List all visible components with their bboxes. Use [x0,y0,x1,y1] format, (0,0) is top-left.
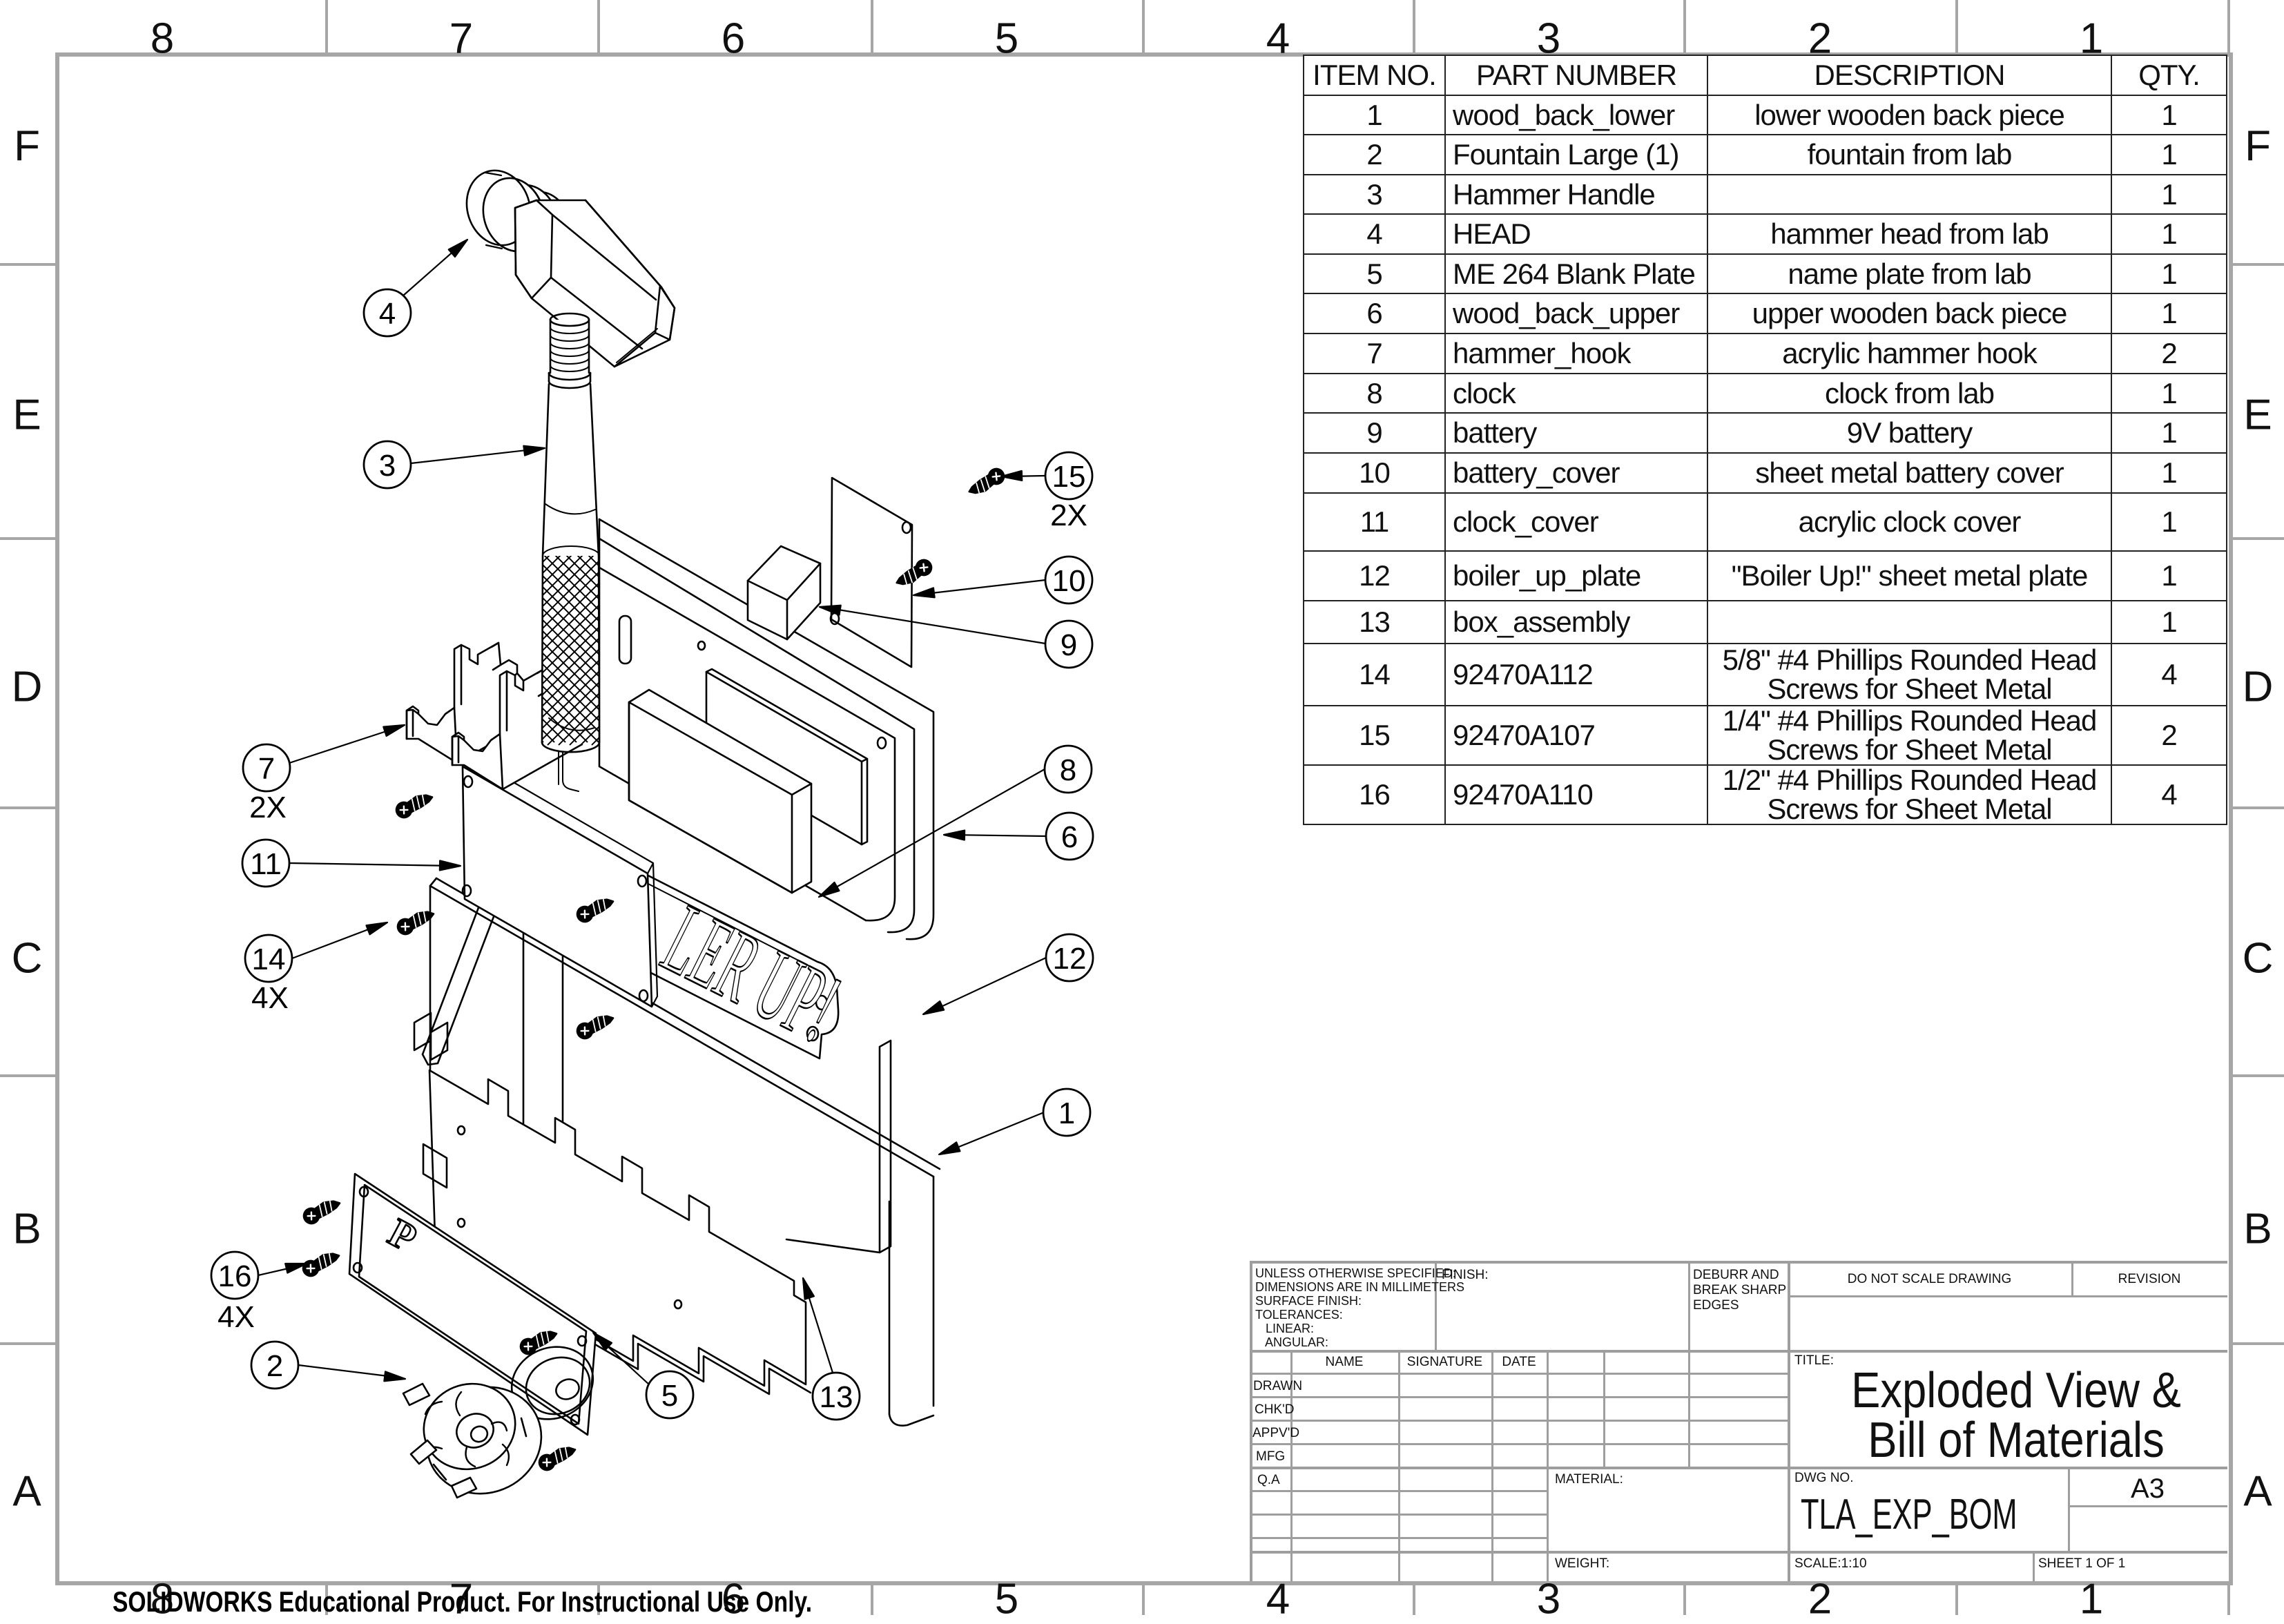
svg-text:9: 9 [1061,628,1077,662]
svg-text:15: 15 [1052,460,1086,494]
svg-text:2X: 2X [1050,499,1087,532]
svg-text:10: 10 [1052,564,1086,598]
svg-text:7: 7 [258,752,275,786]
svg-text:2: 2 [267,1349,283,1383]
svg-text:5: 5 [661,1379,678,1413]
svg-text:13: 13 [820,1380,853,1414]
svg-text:8: 8 [1060,753,1076,787]
svg-text:3: 3 [379,449,396,483]
svg-text:1: 1 [1058,1096,1075,1130]
svg-text:4: 4 [379,297,396,331]
svg-text:12: 12 [1053,942,1087,976]
svg-text:4X: 4X [251,981,289,1015]
svg-text:14: 14 [252,942,286,976]
svg-text:2X: 2X [249,791,287,824]
svg-text:4X: 4X [217,1300,255,1334]
svg-text:6: 6 [1061,820,1078,854]
svg-text:11: 11 [250,847,282,881]
svg-text:16: 16 [218,1259,252,1293]
